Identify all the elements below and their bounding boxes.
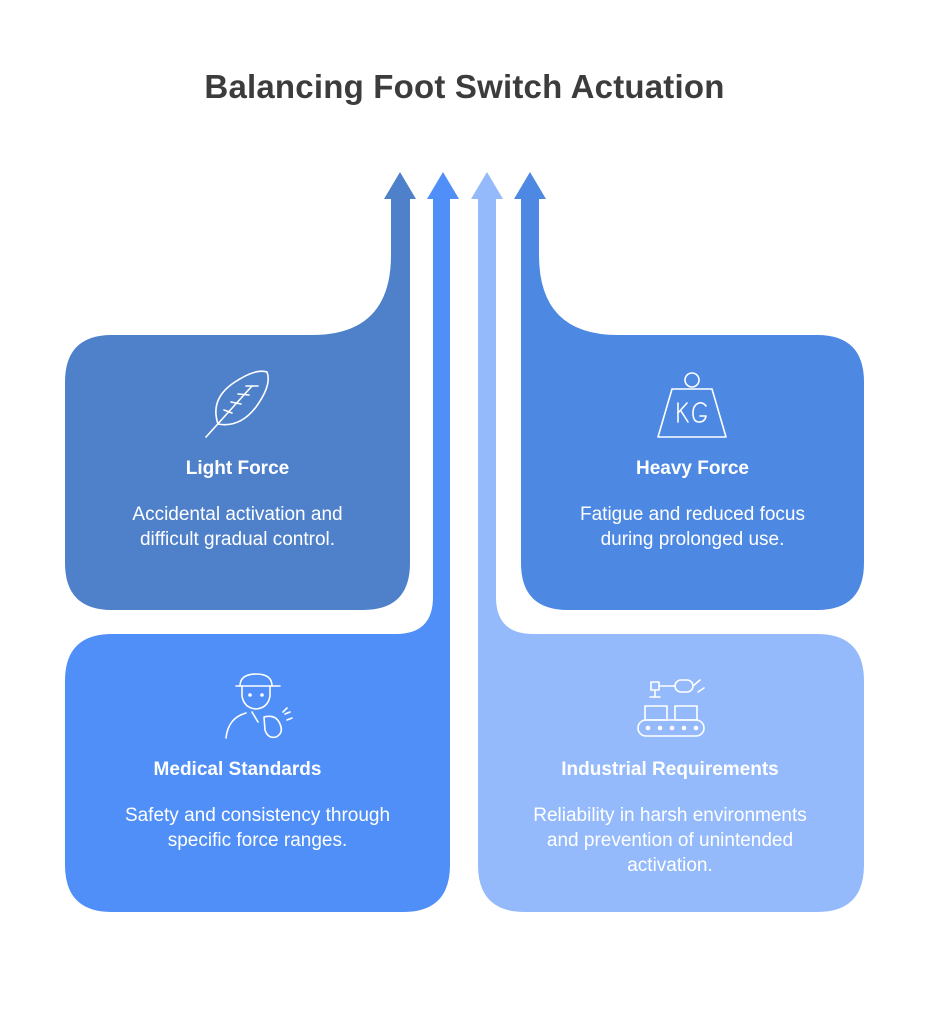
heavy-force-title: Heavy Force [635,458,749,479]
heavy-force-description: Fatigue and reduced focus during prolong… [580,504,805,550]
industrial-description: Reliability in harsh environments and pr… [533,805,807,876]
heavy-force-shape [514,172,864,610]
industrial-title: Industrial Requirements [561,759,779,780]
light-force-description: Accidental activation and difficult grad… [132,504,343,550]
medical-shape [65,172,459,912]
conveyor-robot-icon [637,679,705,737]
kg-weight-icon [657,372,727,438]
feather-icon [205,370,269,438]
light-force-title: Light Force [185,458,290,479]
light-force-card: Light Force Accidental activation and di… [85,458,390,552]
medical-title: Medical Standards [153,759,322,780]
diagram-title: Balancing Foot Switch Actuation [204,68,725,105]
light-force-shape [65,172,416,610]
industrial-card: Industrial Requirements Reliability in h… [515,759,825,878]
worker-icon [225,673,293,739]
medical-description: Safety and consistency through specific … [124,805,391,851]
industrial-shape [471,172,864,912]
heavy-force-card: Heavy Force Fatigue and reduced focus du… [560,458,825,552]
medical-card: Medical Standards Safety and consistency… [95,759,420,853]
